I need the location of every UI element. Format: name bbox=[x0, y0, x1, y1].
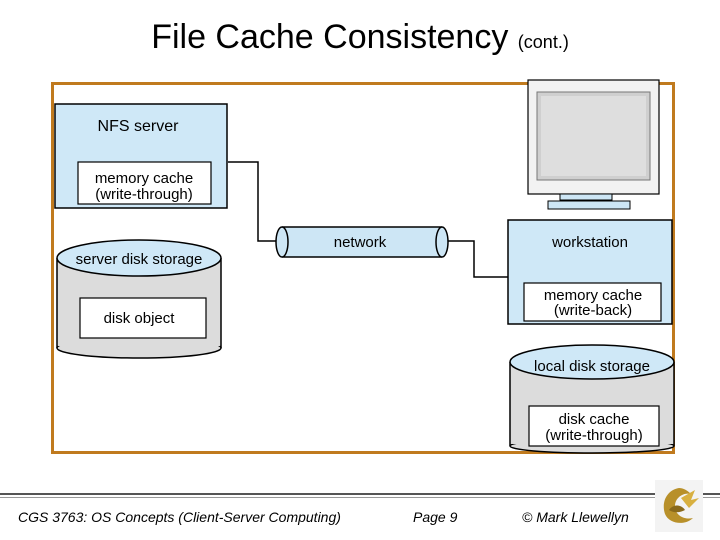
title-suffix: (cont.) bbox=[517, 32, 569, 52]
monitor-icon bbox=[527, 79, 660, 210]
footer-author: © Mark Llewellyn bbox=[522, 509, 629, 525]
footer-page: Page 9 bbox=[413, 509, 458, 525]
network-pipe bbox=[275, 226, 449, 258]
disk-cache-label-2: (write-through) bbox=[545, 427, 643, 444]
disk-object-label: disk object bbox=[104, 310, 176, 327]
local-disk-label: local disk storage bbox=[534, 358, 650, 375]
server-cache-box bbox=[77, 161, 212, 205]
footer-divider bbox=[0, 493, 720, 495]
server-cache-label-1: memory cache bbox=[95, 170, 193, 187]
nfs-server-label: NFS server bbox=[98, 118, 180, 135]
footer-course: CGS 3763: OS Concepts (Client-Server Com… bbox=[18, 509, 341, 525]
network-label: network bbox=[334, 234, 387, 251]
server-cache-label-2: (write-through) bbox=[95, 186, 193, 203]
pegasus-logo-icon bbox=[655, 480, 703, 532]
slide-title: File Cache Consistency (cont.) bbox=[0, 18, 720, 57]
workstation-label: workstation bbox=[551, 234, 628, 251]
ws-cache-box bbox=[523, 282, 662, 322]
footer-divider-thin bbox=[0, 497, 720, 498]
title-main: File Cache Consistency bbox=[151, 18, 509, 56]
server-disk-label: server disk storage bbox=[76, 251, 203, 268]
ws-cache-label-2: (write-back) bbox=[554, 302, 632, 319]
connector-lines bbox=[228, 161, 508, 278]
disk-cache-label-1: disk cache bbox=[559, 411, 630, 428]
ws-cache-label-1: memory cache bbox=[544, 287, 642, 304]
disk-object-box bbox=[79, 297, 207, 339]
disk-cache-box bbox=[528, 405, 660, 447]
